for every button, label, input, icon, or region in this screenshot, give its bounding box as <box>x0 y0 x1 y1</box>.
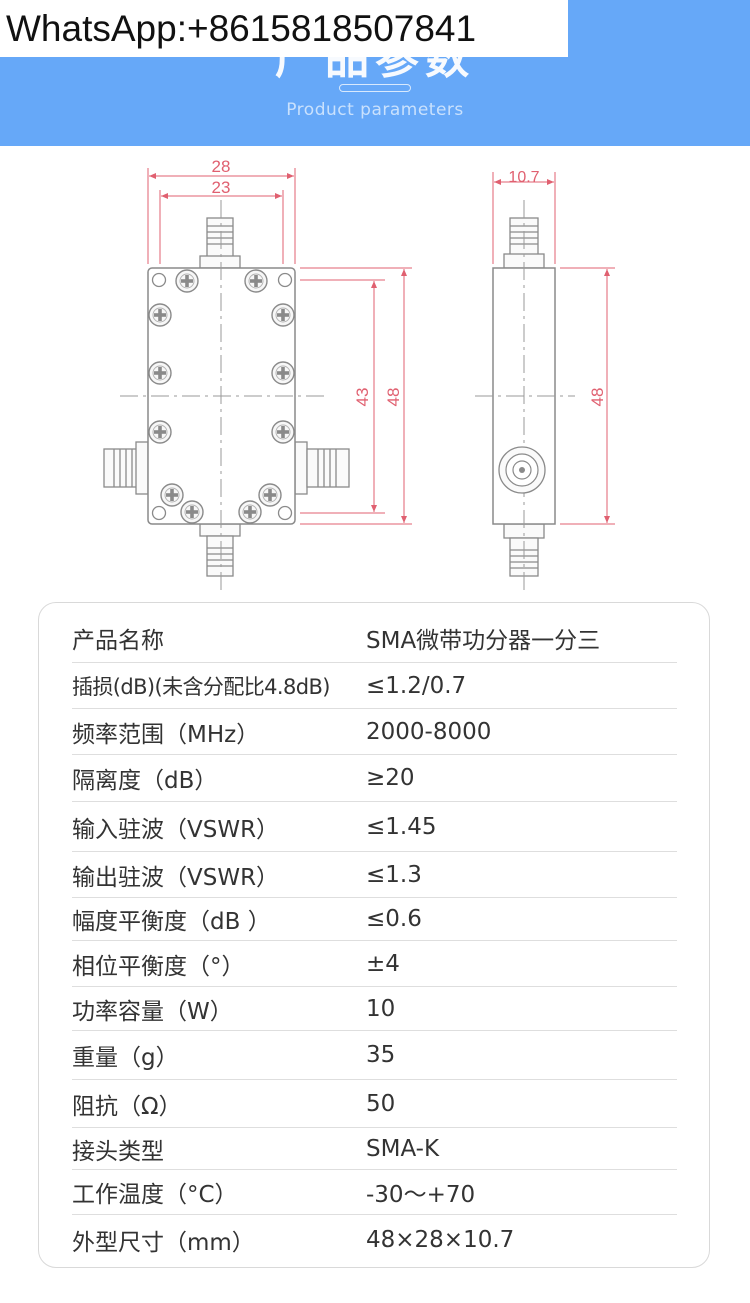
dimension-drawings: 28 23 43 48 <box>103 157 615 595</box>
spec-label: 输入驻波（VSWR） <box>72 816 280 843</box>
spec-row: 频率范围（MHz） 2000-8000 <box>72 709 677 755</box>
spec-label: 外型尺寸（mm） <box>72 1230 255 1256</box>
spec-row: 隔离度（dB） ≥20 <box>72 755 677 802</box>
spec-row: 输入驻波（VSWR） ≤1.45 <box>72 802 677 852</box>
banner-divider <box>339 84 411 92</box>
dim-width-inner: 23 <box>212 178 231 197</box>
spec-row: 接头类型 SMA-K <box>72 1128 677 1170</box>
dim-height-inner: 43 <box>353 388 372 407</box>
spec-value: 10 <box>366 995 396 1022</box>
spec-row: 阻抗（Ω） 50 <box>72 1080 677 1128</box>
dim-height-outer: 48 <box>384 388 403 407</box>
spec-value: 48×28×10.7 <box>366 1227 515 1253</box>
dim-depth: 10.7 <box>508 169 539 186</box>
spec-value: -30～+70 <box>366 1182 476 1208</box>
spec-row: 相位平衡度（°） ±4 <box>72 941 677 987</box>
spec-value: ≤1.2/0.7 <box>366 672 467 699</box>
spec-label: 输出驻波（VSWR） <box>72 864 280 891</box>
spec-table: 产品名称 SMA微带功分器一分三 插损(dB)(未含分配比4.8dB) ≤1.2… <box>38 602 710 1268</box>
dim-width-outer: 28 <box>212 157 231 176</box>
dim-side-height: 48 <box>588 388 607 407</box>
spec-row: 产品名称 SMA微带功分器一分三 <box>72 613 677 663</box>
spec-label: 频率范围（MHz） <box>72 721 260 748</box>
spec-row: 工作温度（°C） -30～+70 <box>72 1170 677 1215</box>
spec-value: ≤0.6 <box>366 906 422 932</box>
spec-label: 重量（g） <box>72 1045 179 1071</box>
side-view-drawing: 10.7 48 <box>475 169 615 595</box>
spec-label: 隔离度（dB） <box>72 768 218 794</box>
spec-label: 接头类型 <box>72 1138 164 1165</box>
spec-row: 重量（g） 35 <box>72 1031 677 1080</box>
spec-label: 产品名称 <box>72 627 164 654</box>
whatsapp-contact-label: WhatsApp:+8615818507841 <box>0 0 568 57</box>
spec-value: ±4 <box>366 950 400 977</box>
spec-row: 幅度平衡度（dB ） ≤0.6 <box>72 898 677 941</box>
spec-value: 50 <box>366 1090 396 1117</box>
spec-value: SMA-K <box>366 1135 440 1162</box>
spec-label: 相位平衡度（°） <box>72 953 245 980</box>
spec-row: 功率容量（W） 10 <box>72 987 677 1031</box>
front-view-drawing: 28 23 43 48 <box>103 157 412 595</box>
spec-value: ≥20 <box>366 765 415 791</box>
spec-row: 输出驻波（VSWR） ≤1.3 <box>72 852 677 898</box>
spec-label: 功率容量（W） <box>72 998 233 1025</box>
spec-label: 工作温度（°C） <box>72 1182 238 1208</box>
spec-row: 外型尺寸（mm） 48×28×10.7 <box>72 1215 677 1265</box>
spec-value: SMA微带功分器一分三 <box>366 627 601 654</box>
spec-label: 阻抗（Ω） <box>72 1093 182 1120</box>
spec-value: ≤1.3 <box>366 861 422 888</box>
spec-label: 幅度平衡度（dB ） <box>72 909 271 935</box>
spec-value: 35 <box>366 1042 396 1068</box>
spec-row: 插损(dB)(未含分配比4.8dB) ≤1.2/0.7 <box>72 663 677 709</box>
spec-value: 2000-8000 <box>366 718 492 745</box>
spec-value: ≤1.45 <box>366 813 437 840</box>
banner-subtitle: Product parameters <box>286 100 464 120</box>
spec-label: 插损(dB)(未含分配比4.8dB) <box>72 674 330 699</box>
